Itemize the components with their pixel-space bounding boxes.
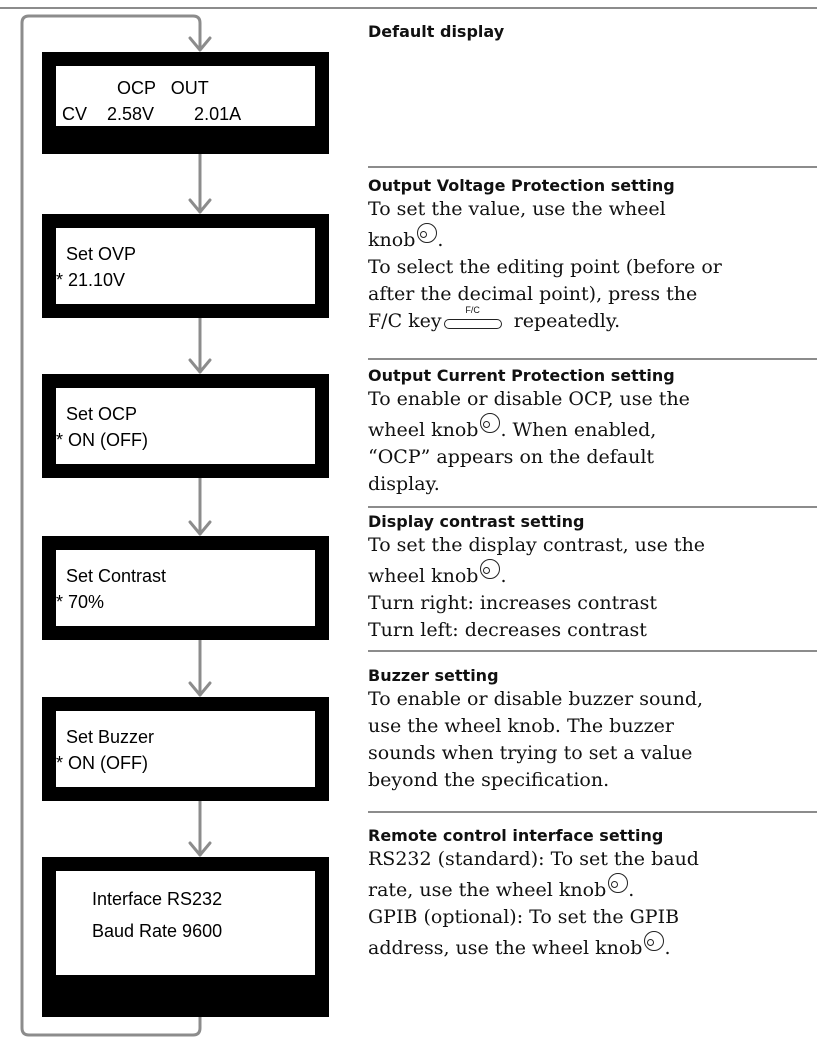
lcd-ocp-screen: Set OCP * ON (OFF) [42,374,329,478]
body-line: To enable or disable OCP, use the [368,388,690,410]
lcd-line-2: * ON (OFF) [56,753,148,773]
body-text: . When enabled, [500,419,657,441]
section-default-display: Default display [368,22,817,42]
loop-arrowhead [188,36,212,52]
body-text: address, use the wheel knob [368,937,643,959]
lcd-contrast-screen: Set Contrast * 70% [42,536,329,640]
section-buzzer: Buzzer setting To enable or disable buzz… [368,666,817,794]
section-divider [368,358,817,360]
wheel-knob-icon [417,223,438,243]
lcd-line-1: Set OCP [66,404,138,424]
section-heading: Display contrast setting [368,512,585,531]
body-line: address, use the wheel knob. [368,931,817,962]
body-line: To enable or disable buzzer sound, [368,688,704,710]
body-line: display. [368,473,440,495]
body-line: GPIB (optional): To set the GPIB [368,906,680,928]
section-divider [368,811,817,813]
section-ocp: Output Current Protection setting To ena… [368,366,817,498]
body-text: . [628,879,635,901]
body-line: wheel knob. [368,559,817,590]
lcd-line-2: * ON (OFF) [56,430,148,450]
lcd-buzzer-screen: Set Buzzer * ON (OFF) [42,697,329,801]
body-text: knob [368,229,416,251]
fc-key-label: F/C [465,305,480,315]
wheel-knob-icon [480,413,501,433]
section-heading: Output Voltage Protection setting [368,176,675,195]
body-text: . [664,937,671,959]
section-remote-interface: Remote control interface setting RS232 (… [368,826,817,962]
section-heading: Remote control interface setting [368,826,664,845]
body-line: “OCP” appears on the default [368,446,655,468]
body-line: beyond the specification. [368,769,610,791]
section-ovp: Output Voltage Protection setting To set… [368,176,817,335]
body-line: To select the editing point (before or [368,256,722,278]
section-heading: Default display [368,22,505,41]
lcd-line-2: * 70% [56,592,105,612]
section-heading: Output Current Protection setting [368,366,675,385]
body-line: RS232 (standard): To set the baud [368,848,699,870]
body-line: F/C key F/C repeatedly. [368,305,817,335]
lcd-line-1: Set Buzzer [66,727,155,747]
body-line: after the decimal point), press the [368,283,698,305]
lcd-default-display: OCP OUT CV 2.58V 2.01A [42,52,329,154]
body-line: Turn left: decreases contrast [368,619,647,641]
wheel-knob-icon [608,873,629,893]
fc-key-icon: F/C [443,305,502,329]
body-text: wheel knob [368,419,479,441]
section-heading: Buzzer setting [368,666,499,685]
section-contrast: Display contrast setting To set the disp… [368,512,817,644]
body-line: To set the value, use the wheel [368,198,666,220]
body-line: use the wheel knob. The buzzer [368,715,674,737]
top-rule [0,7,817,9]
wheel-knob-icon [480,559,501,579]
lcd-line-1: Set Contrast [66,566,167,586]
lcd-line-2: * 21.10V [56,270,126,290]
section-divider [368,506,817,508]
lcd-line-2: Baud Rate 9600 [92,921,223,941]
lcd-line-1: OCP OUT [62,78,209,98]
lcd-line-2: CV 2.58V 2.01A [62,104,242,124]
body-line: sounds when trying to set a value [368,742,693,764]
body-line: knob. [368,223,817,254]
lcd-interface-screen: Interface RS232 Baud Rate 9600 [42,857,329,1017]
body-line: rate, use the wheel knob. [368,873,817,904]
section-divider [368,166,817,168]
lcd-line-1: Interface RS232 [92,889,223,909]
loop-return-line [20,14,202,1037]
body-line: wheel knob . When enabled, [368,413,817,444]
body-text: rate, use the wheel knob [368,879,607,901]
body-text: repeatedly. [507,310,621,332]
flow-diagram-arrows [20,14,212,1037]
section-divider [368,650,817,652]
wheel-knob-icon [644,931,665,951]
lcd-ovp-screen: Set OVP * 21.10V [42,214,329,318]
lcd-line-1: Set OVP [66,244,137,264]
body-text: wheel knob [368,565,479,587]
body-text: . [437,229,444,251]
body-line: Turn right: increases contrast [368,592,658,614]
body-text: F/C key [368,310,442,332]
body-line: To set the display contrast, use the [368,534,706,556]
body-text: . [500,565,507,587]
